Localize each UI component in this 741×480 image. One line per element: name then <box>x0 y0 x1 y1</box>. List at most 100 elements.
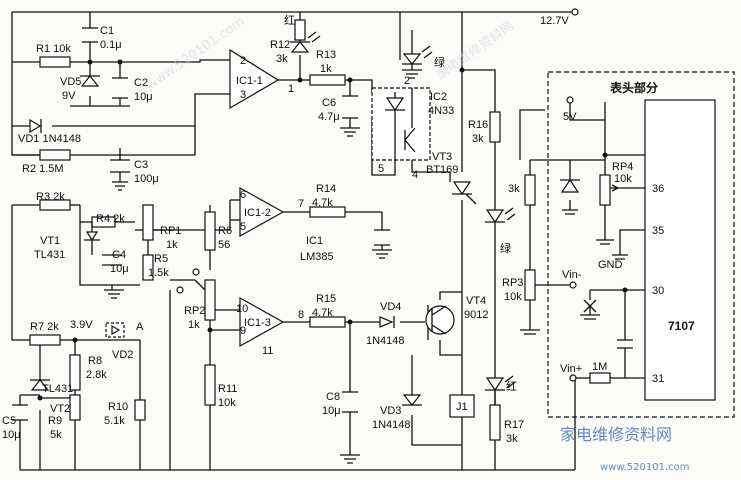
label-red-led-2: 红 <box>506 380 517 393</box>
capacitor-c4 <box>102 254 122 266</box>
label-r3: R3 2k <box>36 191 65 203</box>
label-vt4-value: 9012 <box>464 309 488 321</box>
scr-vt3 <box>452 181 472 196</box>
label-r2: R2 1.5M <box>22 163 64 175</box>
watermark-site-2: 家电维修资料网 <box>560 425 672 444</box>
capacitor-c2 <box>112 77 128 99</box>
label-vd1: VD1 1N4148 <box>18 133 81 145</box>
label-3v9: 3.9V <box>70 319 93 331</box>
resistor-r6 <box>204 211 216 251</box>
potentiometer-rp4 <box>599 174 611 206</box>
label-rp1-value: 1k <box>166 239 178 251</box>
label-rp2: RP2 <box>184 305 205 317</box>
label-c4-value: 10μ <box>110 263 129 275</box>
label-r6-value: 56 <box>218 239 230 251</box>
label-c1: C1 <box>100 25 114 37</box>
label-rp4: RP4 <box>612 161 633 173</box>
label-r11-value: 10k <box>218 397 236 409</box>
potentiometer-rp3 <box>524 269 536 301</box>
label-r15: R15 <box>316 293 336 305</box>
grounds <box>104 69 628 464</box>
label-meter-title: 表头部分 <box>609 80 658 95</box>
label-pin30: 30 <box>652 285 664 297</box>
resistor-r5 <box>142 254 154 281</box>
label-vd5: VD5 <box>60 76 81 88</box>
pin-ic2-2: 2 <box>404 75 410 87</box>
label-r10-value: 5.1k <box>104 415 125 427</box>
label-r8-value: 2.8k <box>86 369 107 381</box>
capacitor-meter <box>617 339 633 349</box>
meter-cross-mark <box>583 299 597 313</box>
resistor-3k-meter <box>524 174 536 206</box>
op-amp-ic1-3: IC1-3 <box>239 296 285 348</box>
label-vd3: VD3 <box>380 405 401 417</box>
resistor-r15 <box>309 316 346 328</box>
label-vt3: VT3 <box>432 151 452 163</box>
resistor-r2 <box>39 149 71 161</box>
label-vd5-value: 9V <box>62 90 76 102</box>
label-vt2: VT2 <box>50 403 70 415</box>
capacitor-c1 <box>82 27 98 43</box>
resistor-1m <box>589 372 611 384</box>
label-r7: R7 2k <box>30 321 59 333</box>
label-c3: C3 <box>134 159 148 171</box>
label-vt4: VT4 <box>466 295 486 307</box>
label-pin36: 36 <box>652 183 664 195</box>
label-vt3-value: BT169 <box>426 164 458 176</box>
label-r17: R17 <box>504 419 524 431</box>
resistor-r8 <box>69 354 81 391</box>
resistor-r12 <box>294 19 306 41</box>
label-green-led-1: 绿 <box>434 55 445 69</box>
label-vt1-value: TL431 <box>34 249 65 261</box>
capacitors <box>12 27 633 421</box>
label-c6: C6 <box>322 97 336 109</box>
capacitor-c5 <box>12 404 28 421</box>
label-1m: 1M <box>592 361 607 373</box>
label-r12-value: 3k <box>276 53 288 65</box>
resistor-r10 <box>134 399 146 421</box>
pin-9: 9 <box>240 325 246 337</box>
resistor-r17 <box>489 404 501 441</box>
label-chip-7107: 7107 <box>668 319 695 333</box>
label-r8: R8 <box>88 355 102 367</box>
terminal-5v <box>566 96 574 104</box>
label-5v: 5V <box>563 111 577 123</box>
label-c8-value: 10μ <box>322 405 341 417</box>
label-r14-value: 4.7k <box>312 197 333 209</box>
label-3k-meter: 3k <box>508 183 520 195</box>
label-vin-plus: Vin+ <box>560 363 582 375</box>
label-r4: R4 2k <box>96 213 125 225</box>
pin-11: 11 <box>262 345 273 357</box>
label-4n33: 4N33 <box>428 105 454 117</box>
rp4-wiper <box>610 184 620 192</box>
label-j1: J1 <box>456 401 468 413</box>
capacitor-c7 <box>374 229 390 246</box>
terminal-vin-plus <box>569 374 577 382</box>
zener-vd5 <box>80 75 100 87</box>
label-r16: R16 <box>468 119 488 131</box>
rp2-wiper <box>194 279 206 291</box>
label-vt1: VT1 <box>40 235 60 247</box>
ic1-1-label: IC1-1 <box>236 75 263 87</box>
ic1-2-label: IC1-2 <box>244 207 271 219</box>
label-c4: C4 <box>112 249 126 261</box>
label-lm385: LM385 <box>300 251 334 263</box>
terminals <box>37 8 628 401</box>
label-r10: R10 <box>108 401 128 413</box>
labels: 12.7V 表头部分 5V GND 7107 Vin- Vin+ 36 35 3… <box>2 14 695 445</box>
terminal-vin-minus <box>569 281 577 289</box>
label-r6: R6 <box>218 225 232 237</box>
switch-contact-1 <box>176 286 184 294</box>
watermark-url-2: www.520101.com <box>600 462 690 473</box>
label-rp3-value: 10k <box>504 291 522 303</box>
capacitor-c8 <box>342 391 358 413</box>
pin-10: 10 <box>236 303 248 315</box>
diode-vd1 <box>29 118 42 134</box>
led-green-2 <box>485 209 505 224</box>
label-c2-value: 10μ <box>134 91 153 103</box>
resistor-r11 <box>204 364 216 406</box>
label-r5-value: 1.5k <box>148 267 169 279</box>
shunt-ref-vt2 <box>30 379 50 391</box>
pin-8: 8 <box>298 309 304 321</box>
semiconductors <box>29 30 597 418</box>
